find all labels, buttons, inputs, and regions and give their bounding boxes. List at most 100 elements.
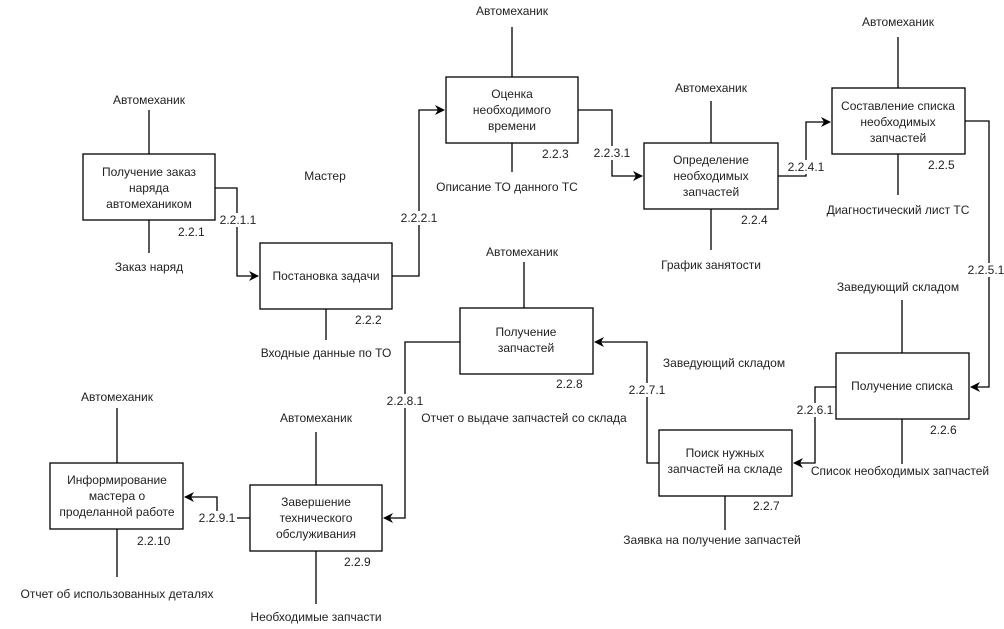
block-2-2-5[interactable]: Автомеханик Составление списка необходим… <box>827 15 970 217</box>
block-title-line: проделанной работе <box>59 505 174 519</box>
label-bg <box>400 211 438 225</box>
block-title-line: Поиск нужных <box>686 446 765 460</box>
control-label: Заведующий складом <box>837 280 959 294</box>
block-id: 2.2.3 <box>542 147 569 161</box>
arrow-2-2-9-1[interactable]: 2.2.9.1 <box>184 492 250 525</box>
bottom-label: График занятости <box>661 258 761 272</box>
block-box[interactable] <box>835 352 970 420</box>
block-title-line: автомехаником <box>106 197 192 211</box>
bottom-label: Отчет об использованных деталях <box>21 587 214 601</box>
block-2-2-4[interactable]: Автомеханик Определение необходимых запч… <box>643 81 779 272</box>
arrow-label: 2.2.9.1 <box>199 511 236 525</box>
bottom-label: Заказ наряд <box>115 260 183 274</box>
arrow-2-2-1-1[interactable]: 2.2.1.1 <box>215 187 259 281</box>
block-box[interactable] <box>445 76 579 144</box>
block-id: 2.2.7 <box>753 499 780 513</box>
block-title-line: Получение <box>496 325 557 339</box>
label-bg <box>197 511 237 525</box>
block-title-line: Оценка <box>491 87 533 101</box>
block-box[interactable] <box>643 142 779 210</box>
control-label: Автомеханик <box>280 411 353 425</box>
block-title-line: запчастей <box>683 185 739 199</box>
block-id: 2.2.8 <box>556 377 583 391</box>
bottom-label: Описание ТО данного ТС <box>436 180 578 194</box>
block-id: 2.2.10 <box>137 534 171 548</box>
control-label: Автомеханик <box>486 245 559 259</box>
arrow-label: 2.2.4.1 <box>788 160 825 174</box>
arrow-2-2-6-1[interactable]: 2.2.6.1 <box>793 386 836 468</box>
arrow-2-2-7-1[interactable]: 2.2.7.1 <box>594 337 666 464</box>
block-title-line: Определение <box>673 153 749 167</box>
connector-arrow[interactable] <box>383 341 460 523</box>
block-id: 2.2.2 <box>355 313 382 327</box>
connector-arrow[interactable] <box>793 386 836 468</box>
connector-arrow[interactable] <box>215 187 259 281</box>
control-label: Автомеханик <box>675 81 748 95</box>
arrow-label: 2.2.1.1 <box>220 213 257 227</box>
connector-arrow[interactable] <box>578 109 643 181</box>
bottom-label: Заявка на получение запчастей <box>623 533 800 547</box>
block-2-2-1[interactable]: Автомеханик Получение заказ наряда автом… <box>82 93 216 274</box>
control-label: Автомеханик <box>113 93 186 107</box>
control-label: Автомеханик <box>862 15 935 29</box>
block-title-line: Информирование <box>67 473 167 487</box>
label-bg <box>386 394 424 408</box>
arrow-2-2-5-1[interactable]: 2.2.5.1 <box>965 120 1004 392</box>
block-title-line: наряда <box>129 181 169 195</box>
arrow-2-2-8-1[interactable]: 2.2.8.1 <box>383 341 460 523</box>
block-title-line: Завершение <box>281 495 351 509</box>
connector-arrow[interactable] <box>392 105 445 277</box>
arrow-2-2-3-1[interactable]: 2.2.3.1 <box>578 109 643 181</box>
block-2-2-6[interactable]: Заведующий складом Получение списка 2.2.… <box>811 280 989 478</box>
block-title-line: Составление списка <box>841 99 955 113</box>
block-2-2-10[interactable]: Автомеханик Информирование мастера о про… <box>21 390 214 601</box>
block-box[interactable] <box>49 462 184 530</box>
block-2-2-8[interactable]: Автомеханик Получение запчастей 2.2.8 От… <box>421 245 627 425</box>
block-box[interactable] <box>259 242 393 310</box>
block-title-line: обслуживания <box>276 527 356 541</box>
label-bg <box>219 213 255 227</box>
arrow-label: 2.2.5.1 <box>968 263 1004 277</box>
block-2-2-2[interactable]: Постановка задачи 2.2.2 Входные данные п… <box>259 242 393 360</box>
block-box[interactable] <box>249 484 383 552</box>
block-title-line: необходимых <box>673 169 748 183</box>
block-title-line: необходимого <box>473 103 551 117</box>
block-box[interactable] <box>459 307 594 375</box>
block-title-line: технического <box>280 511 353 525</box>
block-2-2-7[interactable]: Поиск нужных запчастей на складе 2.2.7 З… <box>623 429 801 547</box>
block-id: 2.2.1 <box>178 225 205 239</box>
bottom-label: Необходимые запчасти <box>250 610 381 624</box>
connector-arrow[interactable] <box>965 120 990 392</box>
block-2-2-3[interactable]: Автомеханик Оценка необходимого времени … <box>436 4 579 194</box>
label-bg <box>968 263 1004 277</box>
block-title-line: запчастей на складе <box>667 462 782 476</box>
bottom-label: Входные данные по ТО <box>261 346 392 360</box>
block-id: 2.2.9 <box>344 555 371 569</box>
bottom-label: Список необходимых запчастей <box>811 464 989 478</box>
block-title-line: запчастей <box>870 131 926 145</box>
block-title-line: мастера о <box>89 489 146 503</box>
connector-arrow[interactable] <box>778 117 831 177</box>
label-bg <box>593 146 631 160</box>
block-title-line: Получение заказ <box>102 165 197 179</box>
block-title-line: Получение списка <box>851 379 953 393</box>
warehouse-head-label: Заведующий складом <box>663 356 785 370</box>
block-2-2-9[interactable]: Автомеханик Завершение технического обсл… <box>249 411 383 624</box>
block-title-line: времени <box>488 119 536 133</box>
label-bg <box>796 403 834 417</box>
arrow-2-2-2-1[interactable]: 2.2.2.1 <box>392 105 445 277</box>
arrow-label: 2.2.8.1 <box>387 394 424 408</box>
bottom-label: Диагностический лист ТС <box>827 203 970 217</box>
control-label: Автомеханик <box>81 390 154 404</box>
block-id: 2.2.5 <box>928 158 955 172</box>
master-label: Мастер <box>304 169 346 183</box>
block-id: 2.2.6 <box>930 423 957 437</box>
arrow-2-2-4-1[interactable]: 2.2.4.1 <box>778 117 831 177</box>
connector-arrow[interactable] <box>594 337 659 464</box>
block-title-line: запчастей <box>498 341 554 355</box>
block-box[interactable] <box>658 429 793 497</box>
block-title-line: необходимых <box>860 115 935 129</box>
control-label: Автомеханик <box>476 4 549 18</box>
block-title-line: Постановка задачи <box>272 269 379 283</box>
label-bg <box>628 383 666 397</box>
